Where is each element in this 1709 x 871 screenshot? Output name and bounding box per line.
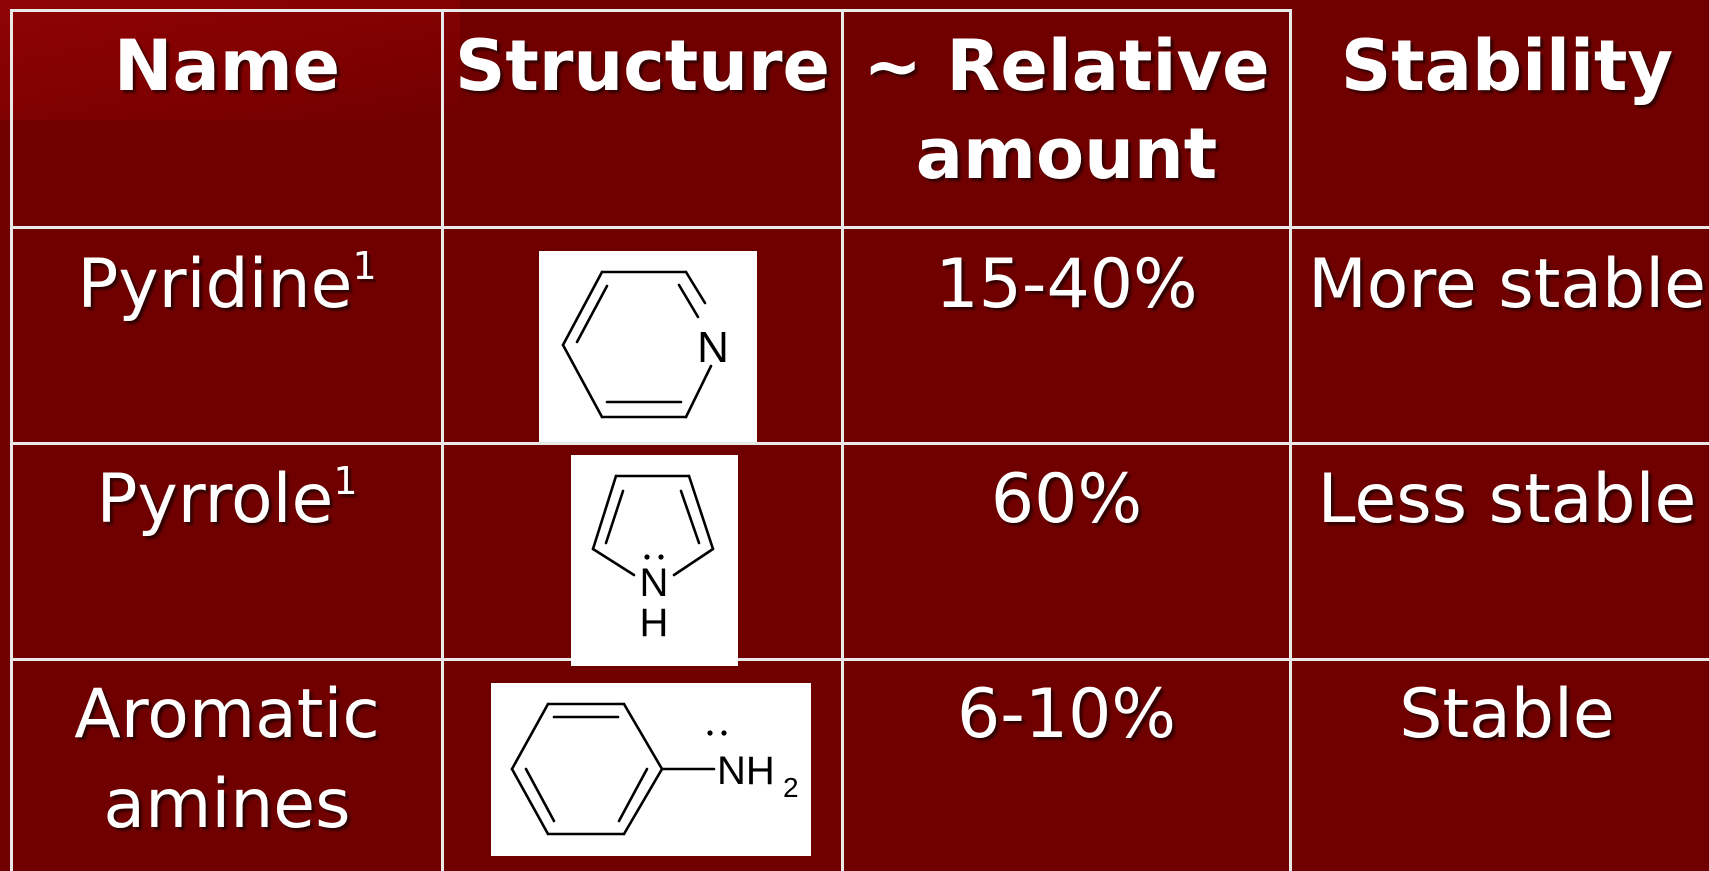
pyrrole-lone-pair-dot-right	[658, 554, 664, 560]
row1-name-text: Pyridine	[77, 245, 353, 324]
aniline-molecule-svg: NH 2	[510, 702, 799, 836]
pyridine-molecule-svg: N	[561, 270, 729, 419]
pyrrole-structure: N H	[571, 455, 738, 666]
aniline-lone-pair-dot-left	[707, 730, 713, 736]
header-stability-text: Stability	[1340, 25, 1674, 107]
row3-name: Aromatic amines	[13, 670, 441, 870]
pyridine-structure: N	[539, 251, 757, 442]
aniline-subscript-label: 2	[783, 772, 799, 803]
row1-stability-text: More stable	[1308, 245, 1706, 324]
row1-amount-text: 15-40%	[935, 245, 1198, 324]
row3-name-line1: Aromatic	[74, 675, 380, 754]
header-structure-text: Structure	[454, 25, 831, 107]
pyridine-n-label: N	[697, 323, 729, 372]
row2-amount: 60%	[844, 455, 1289, 655]
header-amount-line2: amount	[915, 113, 1218, 195]
pyrrole-h-label: H	[640, 601, 669, 645]
grid-left-line	[10, 9, 13, 871]
grid-row1-line	[10, 442, 1709, 445]
header-structure: Structure	[444, 22, 841, 222]
row1-stability: More stable	[1292, 240, 1709, 440]
header-stability: Stability	[1292, 22, 1709, 222]
row2-superscript: 1	[333, 459, 358, 503]
header-name: Name	[13, 22, 441, 222]
grid-col2-line	[841, 9, 844, 871]
header-name-text: Name	[113, 25, 341, 107]
row2-name: Pyrrole1	[13, 455, 441, 655]
row3-stability-text: Stable	[1399, 675, 1615, 754]
row3-amount-text: 6-10%	[957, 675, 1176, 754]
header-relative-amount: ~ Relative amount	[844, 22, 1289, 222]
row2-stability-text: Less stable	[1317, 460, 1697, 539]
grid-top-line	[10, 9, 1292, 12]
pyrrole-molecule-svg: N H	[591, 474, 715, 645]
row3-stability: Stable	[1292, 670, 1709, 870]
row3-amount: 6-10%	[844, 670, 1289, 870]
header-amount-line1: ~ Relative	[863, 25, 1270, 107]
row2-stability: Less stable	[1292, 455, 1709, 655]
row1-superscript: 1	[352, 244, 377, 288]
grid-row2-line	[10, 658, 1709, 661]
row1-name: Pyridine1	[13, 240, 441, 440]
row2-amount-text: 60%	[990, 460, 1143, 539]
aniline-lone-pair-dot-right	[721, 730, 727, 736]
header-sheen	[0, 0, 460, 120]
row3-name-line2: amines	[103, 765, 351, 844]
row2-name-text: Pyrrole	[96, 460, 334, 539]
aniline-nh-label: NH	[717, 749, 775, 793]
grid-header-line	[10, 226, 1709, 229]
aniline-structure: NH 2	[491, 683, 811, 856]
pyrrole-n-label: N	[640, 561, 669, 605]
pyrrole-lone-pair-dot-left	[644, 554, 650, 560]
grid-col1-line	[441, 9, 444, 871]
grid-col3-line	[1289, 9, 1292, 871]
row1-amount: 15-40%	[844, 240, 1289, 440]
